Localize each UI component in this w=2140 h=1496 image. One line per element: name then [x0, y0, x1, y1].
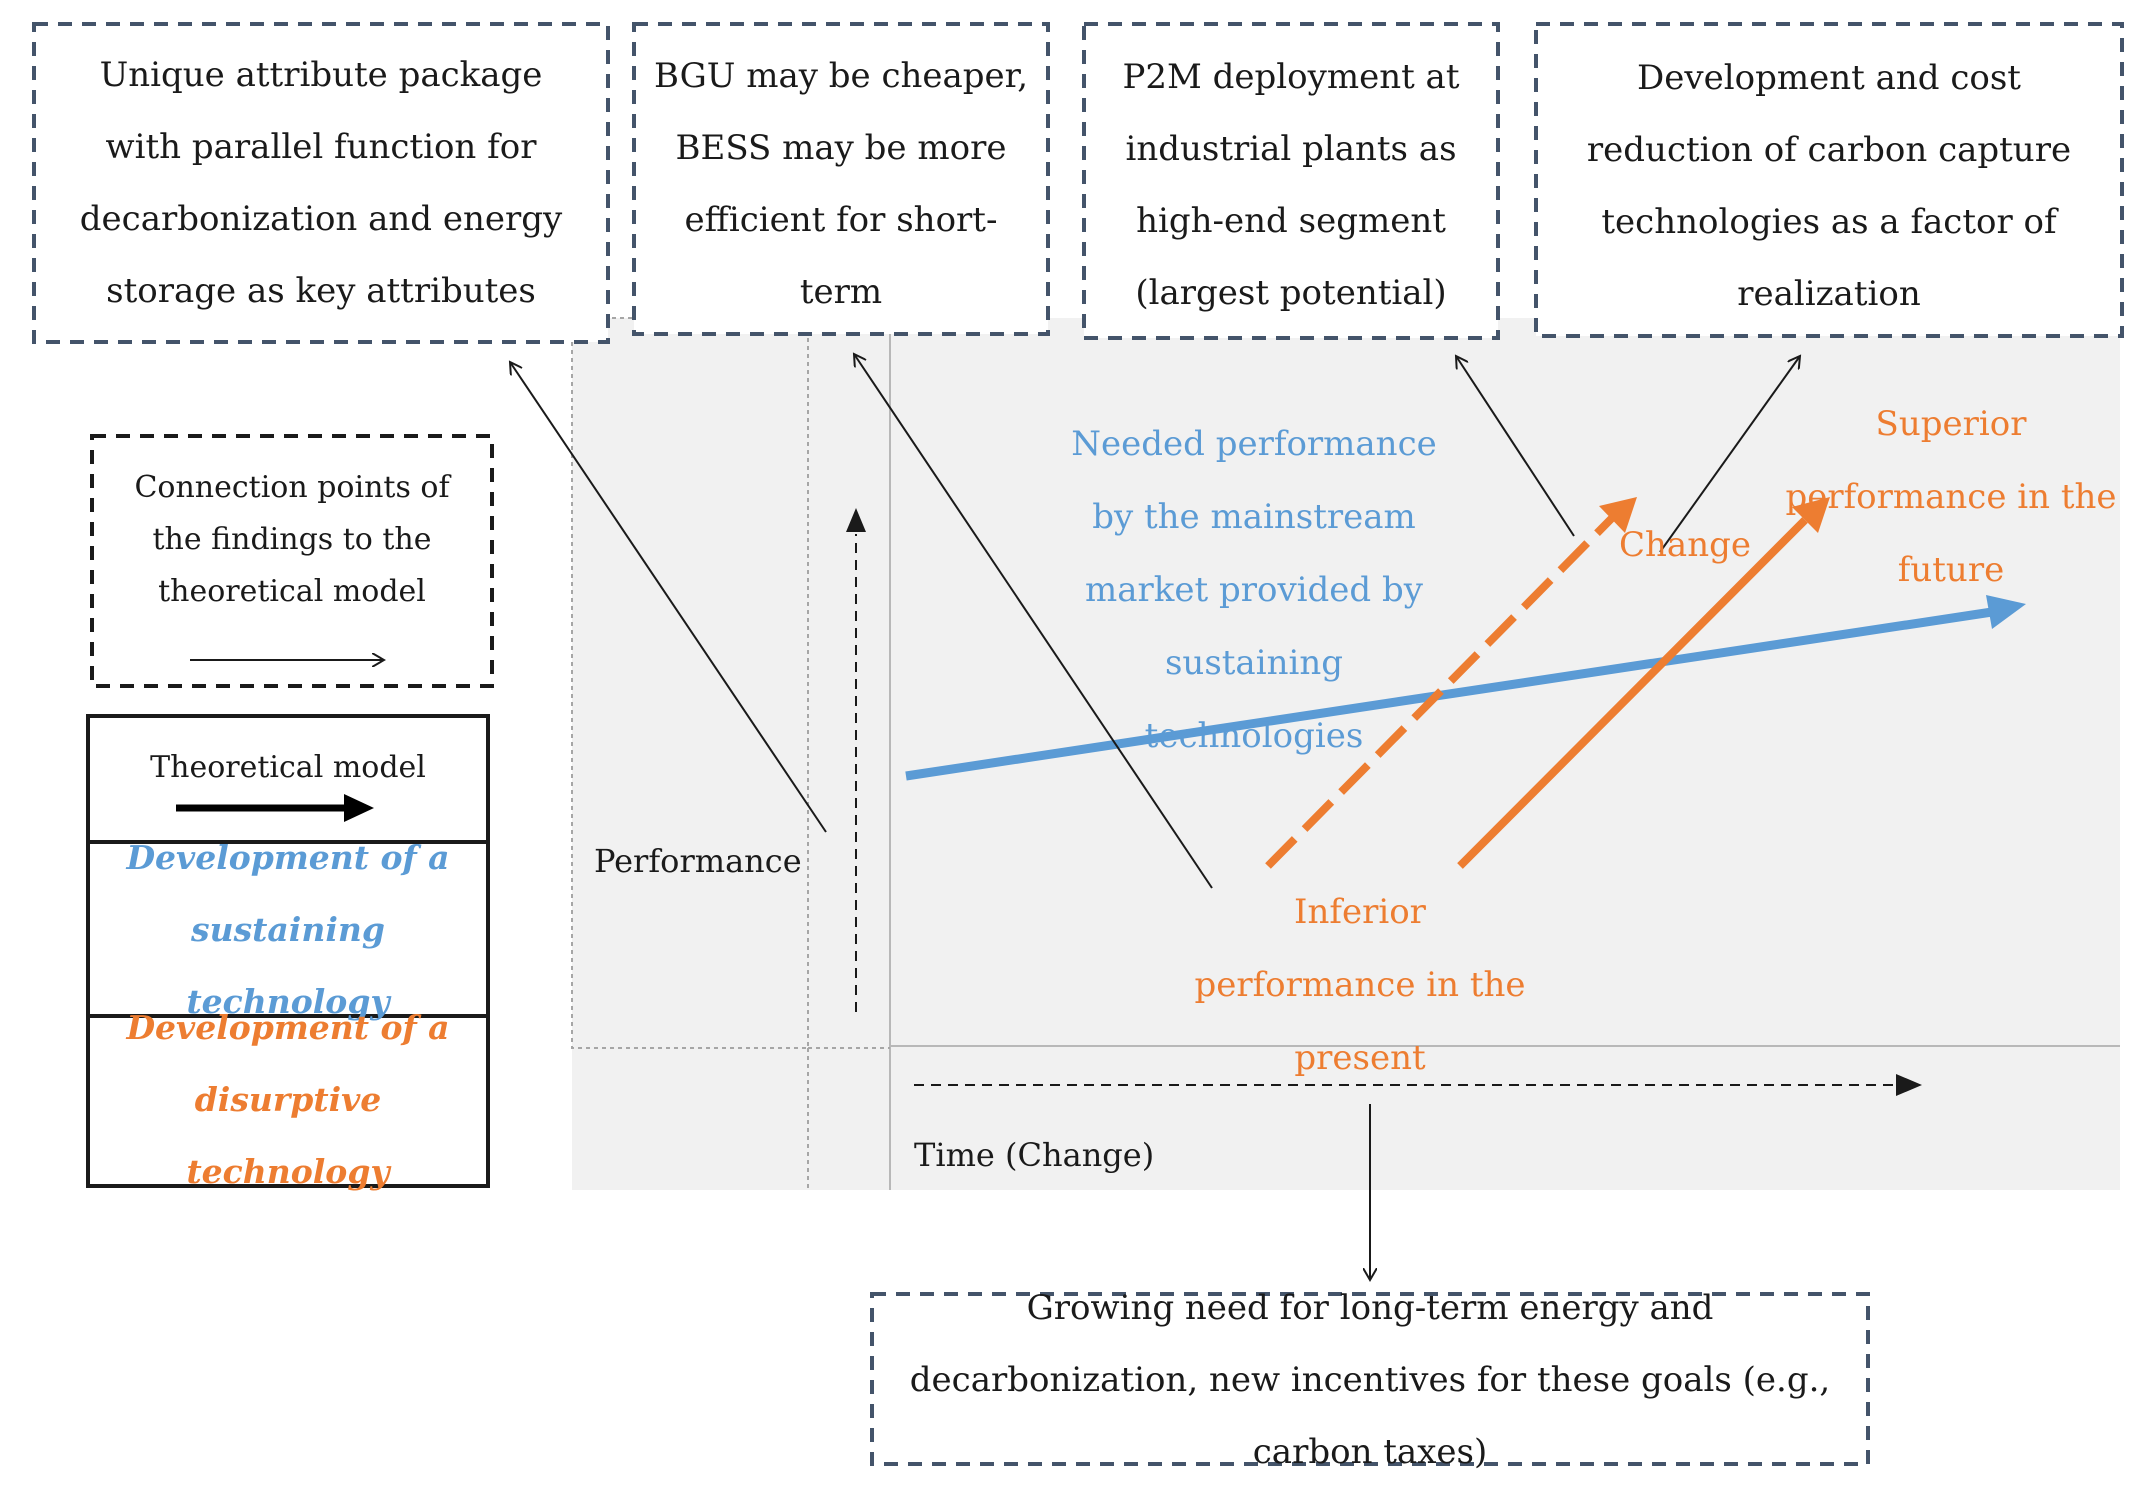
connection-arrow-bgu-bess: [854, 354, 1213, 889]
superior-performance-label: Superior performance in the future: [1785, 404, 2117, 590]
legend-connection-box: [90, 434, 494, 688]
finding-bgu-bess: BGU may be cheaper, BESS may be more eff…: [654, 56, 1028, 312]
inferior-performance-label: Inferior performance in the present: [1194, 892, 1526, 1078]
finding-attribute-package: Unique attribute package with parallel f…: [79, 55, 563, 311]
needed-performance-label: Needed performance by the mainstream mar…: [1071, 424, 1437, 756]
finding-p2m-deployment: P2M deployment at industrial plants as h…: [1122, 57, 1460, 313]
sustaining-trend-arrowhead: [1986, 595, 2026, 629]
legend-model-stack: [86, 714, 490, 1188]
connection-arrow-carbon-capture: [1659, 356, 1800, 553]
disruptive-present-arrowhead: [1599, 497, 1637, 533]
connection-arrow-p2m: [1456, 356, 1575, 537]
finding-box-growing-need: [870, 1292, 1870, 1466]
finding-box-attribute-package: [32, 22, 610, 344]
x-axis-arrowhead: [1896, 1074, 1922, 1096]
disruptive-future-arrowhead: [1792, 497, 1830, 533]
chart-frame: [571, 317, 2120, 1190]
finding-box-bgu-bess: [632, 22, 1050, 336]
y-axis-arrowhead: [846, 508, 866, 532]
legend-model-arrowhead: [344, 794, 374, 822]
legend-sustaining-label: Development of a sustaining technology: [126, 838, 450, 1021]
legend-connection-points-label: Connection points of the findings to the…: [134, 470, 450, 609]
y-axis-label: Performance: [594, 842, 802, 880]
x-axis-label: Time (Change): [914, 1136, 1155, 1174]
disruptive-present-line: [1265, 515, 1615, 869]
finding-box-p2m: [1082, 22, 1500, 340]
finding-carbon-capture: Development and cost reduction of carbon…: [1586, 58, 2072, 314]
change-label: Change: [1619, 525, 1751, 565]
finding-growing-need: Growing need for long-term energy and de…: [909, 1288, 1831, 1472]
legend-disruptive-label: Development of a disurptive technology: [126, 1008, 450, 1191]
chart-panel: [572, 318, 2120, 1190]
legend-theoretical-model-label: Theoretical model: [150, 749, 426, 785]
connection-arrow-attribute-package: [510, 362, 827, 833]
finding-box-carbon-capture: [1534, 22, 2124, 338]
sustaining-trend-line: [905, 607, 1993, 781]
disruptive-future-line: [1457, 517, 1808, 869]
